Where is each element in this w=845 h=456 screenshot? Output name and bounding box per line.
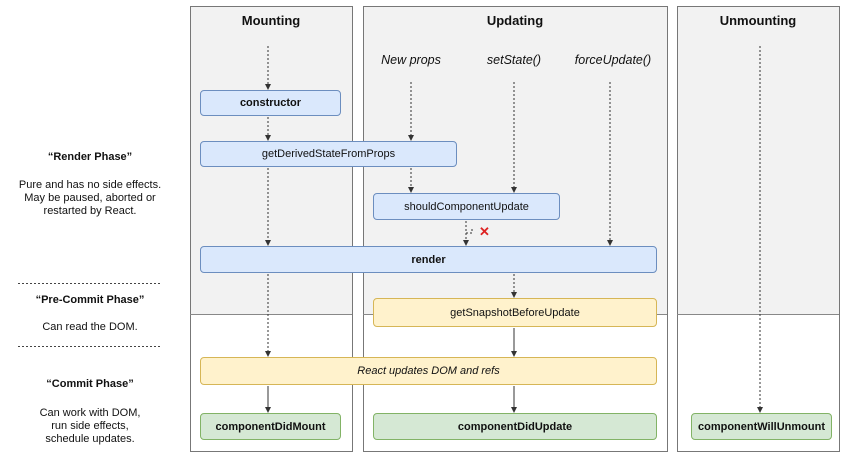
node-get-derived-state-from-props: getDerivedStateFromProps [200, 141, 457, 167]
cancel-branch-line [466, 228, 473, 234]
commit-phase-desc-1: Can work with DOM, [39, 407, 141, 419]
trigger-new-props: New props [381, 53, 441, 67]
commit-phase-desc-3: schedule updates. [45, 433, 135, 445]
trigger-set-state: setState() [486, 53, 542, 67]
render-phase-desc-2: May be paused, aborted or [24, 192, 156, 204]
mounting-column [190, 6, 353, 452]
unmounting-column [677, 6, 840, 452]
cancel-icon: ✕ [479, 224, 490, 239]
unmounting-render-bg [677, 6, 839, 314]
node-react-updates-dom: React updates DOM and refs [200, 357, 657, 385]
precommit-phase-title: “Pre-Commit Phase” [35, 294, 145, 306]
trigger-force-update: forceUpdate() [574, 53, 652, 67]
commit-phase-desc-2: run side effects, [51, 420, 129, 432]
render-phase-title: “Render Phase” [47, 151, 133, 163]
node-should-component-update: shouldComponentUpdate [373, 193, 560, 220]
mounting-title: Mounting [241, 13, 301, 28]
node-get-snapshot-before-update: getSnapshotBeforeUpdate [373, 298, 657, 327]
render-phase-desc-1: Pure and has no side effects. [18, 179, 162, 191]
unmounting-title: Unmounting [719, 13, 797, 28]
node-constructor: constructor [200, 90, 341, 116]
commit-phase-title: “Commit Phase” [46, 378, 134, 390]
node-component-did-mount: componentDidMount [200, 413, 341, 440]
updating-column [363, 6, 668, 452]
node-render: render [200, 246, 657, 273]
render-phase-desc-3: restarted by React. [43, 205, 137, 217]
updating-title: Updating [486, 13, 544, 28]
node-component-will-unmount: componentWillUnmount [691, 413, 832, 440]
node-component-did-update: componentDidUpdate [373, 413, 657, 440]
precommit-phase-desc: Can read the DOM. [42, 321, 138, 333]
